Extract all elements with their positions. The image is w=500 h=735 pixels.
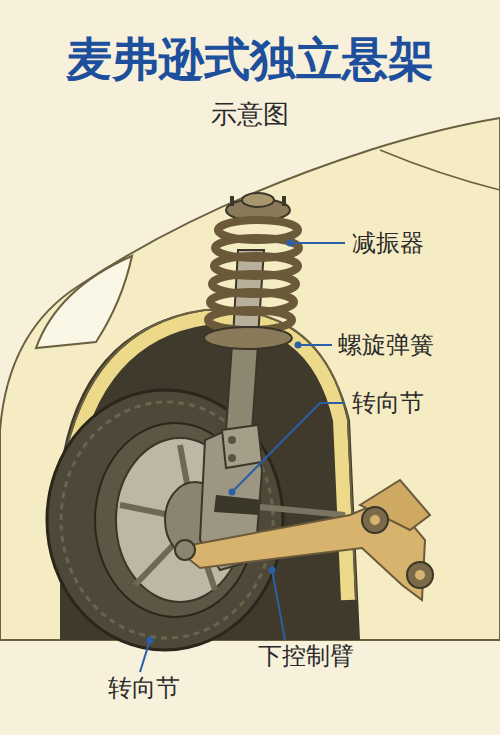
leader-dot: [287, 240, 294, 247]
leader-line: [298, 344, 332, 346]
leader-line: [290, 242, 345, 244]
part-label: 转向节: [352, 389, 424, 418]
leader-line: [140, 640, 150, 672]
part-label: 螺旋弹簧: [338, 331, 434, 360]
leader-line: [272, 570, 285, 640]
drive-shaft: [260, 507, 345, 515]
part-label: 下控制臂: [258, 642, 354, 671]
leader-dot: [229, 489, 236, 496]
top-nut: [242, 193, 274, 207]
shock-body: [226, 345, 258, 430]
strut-clamp: [222, 425, 262, 468]
body-line: [380, 150, 500, 190]
leader-dot: [295, 342, 302, 349]
tire-tread: [61, 402, 273, 638]
tire: [47, 390, 283, 650]
headlight: [36, 256, 132, 348]
leader-dot: [269, 567, 276, 574]
bushing: [362, 507, 388, 533]
bushing: [407, 562, 433, 588]
part-label: 减振器: [352, 229, 424, 258]
cv-boot: [214, 495, 262, 515]
bolt: [228, 436, 236, 444]
spring-seat: [204, 327, 292, 349]
mount-studs: [232, 196, 284, 206]
leader-line: [232, 403, 345, 492]
part-label: 转向节: [108, 674, 180, 703]
bushing-core: [370, 515, 380, 525]
ball-joint: [175, 540, 195, 560]
leader-dot: [147, 637, 154, 644]
subtitle: 示意图: [211, 99, 289, 130]
bushing-core: [415, 570, 425, 580]
bolt: [228, 454, 236, 462]
title: 麦弗逊式独立悬架: [66, 32, 434, 87]
